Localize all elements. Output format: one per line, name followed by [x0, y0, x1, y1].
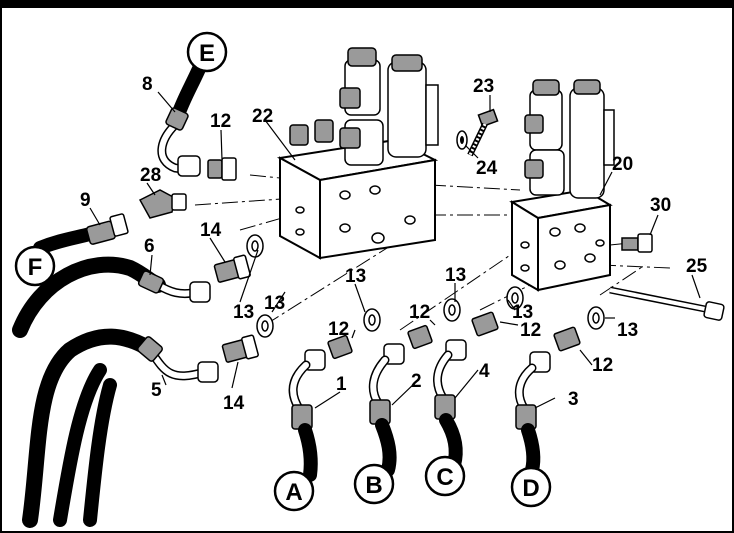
- label-letter-D: D: [510, 466, 552, 508]
- hose-3: [514, 326, 581, 477]
- valve-block-22: [276, 47, 439, 260]
- washers-13: [246, 234, 605, 338]
- label-letter-C: C: [424, 455, 466, 497]
- hose-4: [433, 311, 499, 472]
- leader-lines: [89, 91, 701, 409]
- part-label-4: 4: [479, 361, 490, 382]
- part-label-1: 1: [336, 374, 347, 395]
- part-label-13-d: 13: [445, 265, 466, 286]
- part-label-12-top: 12: [210, 111, 231, 132]
- part-label-13-e: 13: [512, 302, 533, 323]
- hose-5-tail: [53, 363, 117, 527]
- part-label-6: 6: [144, 236, 155, 257]
- fitting-14-upper: [213, 254, 251, 283]
- part-label-9: 9: [80, 190, 91, 211]
- part-label-23: 23: [473, 76, 494, 97]
- part-label-13-b: 13: [264, 293, 285, 314]
- hose-8: [157, 48, 212, 177]
- label-letter-F: F: [14, 245, 56, 287]
- part-label-12-d: 12: [520, 320, 541, 341]
- label-letter-A: A: [273, 470, 315, 512]
- part-label-20: 20: [612, 154, 633, 175]
- svg-text:A: A: [285, 479, 302, 506]
- elbow-28: [138, 189, 187, 219]
- valve-block-20: [509, 79, 615, 292]
- fitting-12-top: [207, 157, 237, 181]
- hose-5: [22, 328, 219, 528]
- part-label-3: 3: [568, 389, 579, 410]
- part-label-14-upper: 14: [200, 220, 222, 241]
- part-label-5: 5: [151, 380, 162, 401]
- label-letter-B: B: [353, 463, 395, 505]
- part-label-14-lower: 14: [223, 393, 245, 414]
- part-label-24: 24: [476, 158, 498, 179]
- hose-2: [368, 324, 433, 477]
- part-label-22: 22: [252, 106, 273, 127]
- svg-text:F: F: [28, 254, 43, 281]
- hose-9: [33, 213, 129, 255]
- part-label-12-c: 12: [409, 302, 430, 323]
- label-letter-E: E: [186, 31, 228, 73]
- svg-text:C: C: [436, 464, 453, 491]
- bolt-23: [467, 108, 499, 157]
- svg-text:B: B: [365, 472, 382, 499]
- part-label-25: 25: [686, 256, 708, 277]
- part-label-30: 30: [650, 195, 671, 216]
- part-label-13-a: 13: [233, 302, 254, 323]
- part-label-8: 8: [142, 74, 153, 95]
- washer-24: [456, 130, 468, 150]
- part-label-12-e: 12: [592, 355, 613, 376]
- hose-1: [288, 334, 353, 482]
- fitting-14-lower: [221, 334, 259, 363]
- fitting-30: [621, 233, 653, 253]
- part-label-13-c: 13: [345, 266, 366, 287]
- svg-text:E: E: [199, 40, 215, 67]
- bolt-25: [609, 286, 725, 321]
- part-label-12-b: 12: [328, 319, 349, 340]
- svg-text:D: D: [522, 475, 539, 502]
- part-label-2: 2: [411, 371, 422, 392]
- part-label-28: 28: [140, 165, 161, 186]
- part-label-13-f: 13: [617, 320, 638, 341]
- hose-6: [12, 256, 211, 338]
